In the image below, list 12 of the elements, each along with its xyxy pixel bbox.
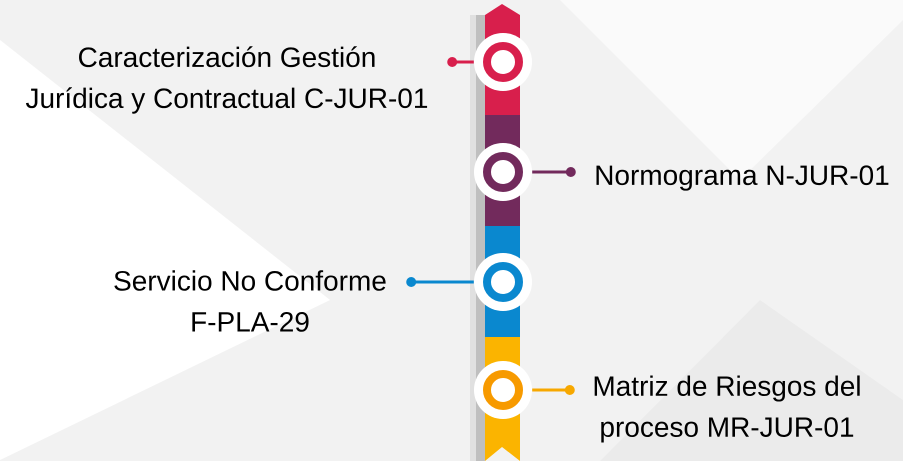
leader-line xyxy=(532,385,575,395)
label-text: Normograma N-JUR-01 xyxy=(596,165,888,191)
label-text: Servicio No Conforme F-PLA-29 xyxy=(114,270,386,332)
ring-marker xyxy=(474,143,532,201)
label-text: Matriz de Riesgos del proceso MR-JUR-01 xyxy=(594,375,860,443)
leader-line xyxy=(532,167,576,177)
leader-line xyxy=(406,277,474,287)
label-text: Caracterización Gestión Jurídica y Contractual C-JUR-01 xyxy=(26,46,428,114)
ring-marker xyxy=(474,361,532,419)
ring-marker xyxy=(474,253,532,311)
leader-line xyxy=(447,57,474,67)
ring-marker xyxy=(474,33,532,91)
